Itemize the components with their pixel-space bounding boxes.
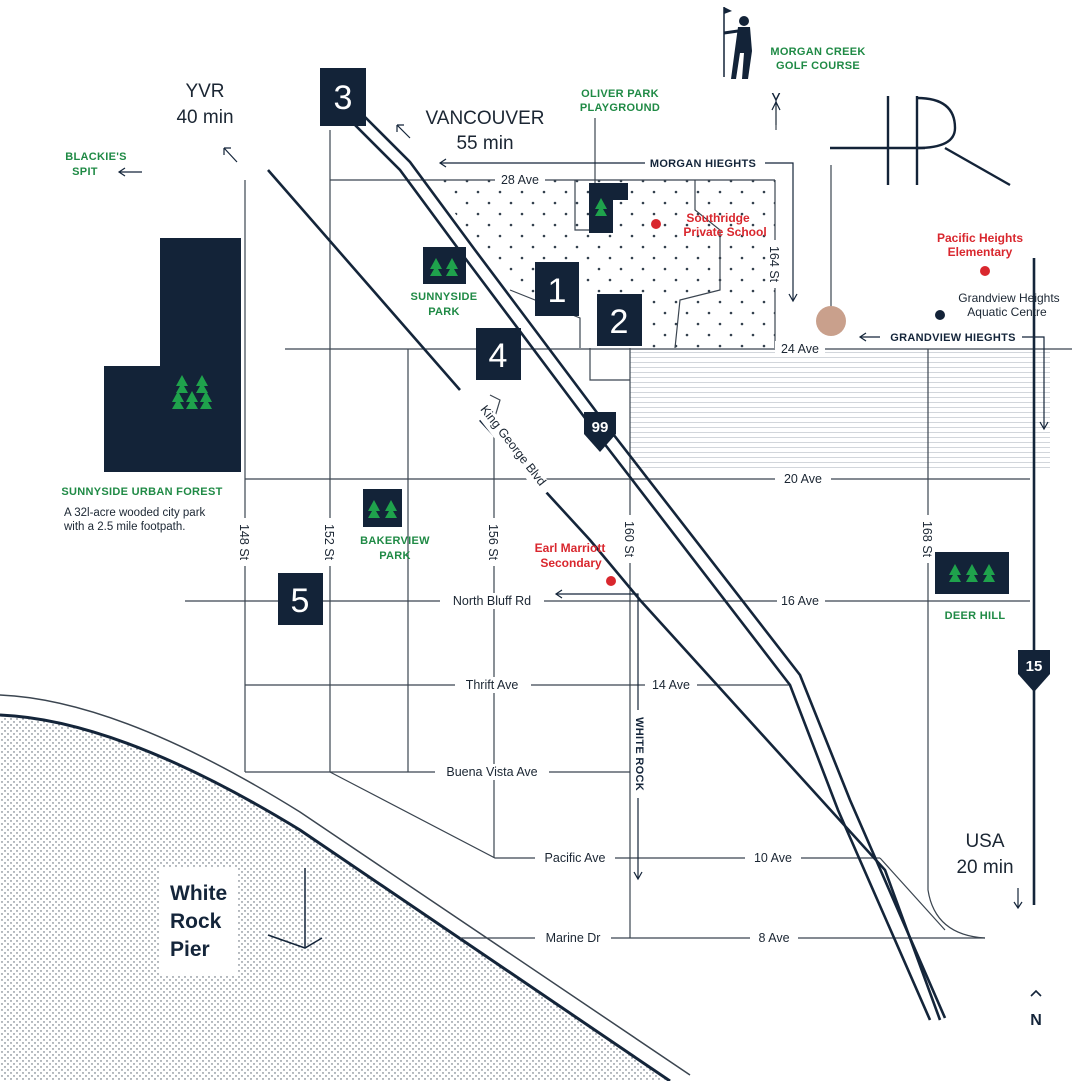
site-marker-2[interactable]: 2 — [597, 294, 642, 346]
vancouver-name: VANCOUVER — [426, 108, 545, 129]
morgan-heights-label: MORGAN HIEGHTS — [650, 158, 756, 170]
ocean-area — [0, 715, 670, 1081]
grandview-heights-area — [630, 350, 1050, 468]
oliver-park-icon[interactable] — [589, 118, 628, 233]
site-marker-3[interactable]: 3 — [320, 68, 366, 126]
pier-label-box — [160, 868, 238, 976]
usa-time: 20 min — [956, 857, 1013, 878]
blackies-arrow-icon — [117, 167, 126, 177]
bakerview-label-2: PARK — [379, 550, 411, 562]
morgan-creek-label-2: GOLF COURSE — [776, 60, 860, 72]
yvr-time: 40 min — [176, 107, 233, 128]
site-5-label: 5 — [291, 582, 310, 620]
label-14-ave: 14 Ave — [652, 678, 690, 692]
southridge-label-2: Private School — [683, 225, 766, 239]
aquatic-label-1: Grandview Heights — [958, 291, 1059, 305]
sunnyside-park-icon[interactable] — [423, 247, 466, 284]
morgan-creek-label-1: MORGAN CREEK — [770, 46, 865, 58]
forest-desc-2: with a 2.5 mile footpath. — [63, 521, 185, 533]
forest-name: SUNNYSIDE URBAN FOREST — [61, 486, 222, 498]
sunnyside-urban-forest-block[interactable] — [104, 238, 241, 472]
label-160-st: 160 St — [622, 521, 636, 558]
label-152-st: 152 St — [322, 524, 336, 561]
white-rock-label: WHITE ROCK — [633, 717, 645, 791]
white-rock-arrow-icon — [633, 871, 643, 881]
morgan-heights-arrow-icon — [438, 158, 447, 168]
label-156-st: 156 St — [486, 524, 500, 561]
southridge-marker[interactable] — [651, 219, 661, 229]
site-1-label: 1 — [548, 272, 567, 310]
usa-name: USA — [965, 831, 1004, 852]
sunnyside-park-label-1: SUNNYSIDE — [411, 291, 478, 303]
pier-label-2: Rock — [170, 910, 222, 933]
southridge-label-1: Southridge — [686, 211, 750, 225]
site-marker-5[interactable]: 5 — [278, 573, 323, 625]
golfer-icon — [723, 7, 776, 125]
north-arrow-icon: N — [1030, 989, 1042, 1029]
pacific-heights-label-1: Pacific Heights — [937, 231, 1023, 245]
pacific-heights-label-2: Elementary — [948, 245, 1013, 259]
vancouver-time: 55 min — [456, 133, 513, 154]
hwy-99-label: 99 — [592, 419, 609, 436]
pier-label-1: White — [170, 882, 227, 905]
deer-hill-icon[interactable] — [935, 552, 1009, 594]
morgan-heights-area — [430, 180, 775, 348]
label-buena-vista: Buena Vista Ave — [446, 765, 537, 779]
site-3-label: 3 — [334, 79, 353, 117]
aquatic-centre-marker[interactable] — [935, 310, 945, 320]
pacific-heights-marker[interactable] — [980, 266, 990, 276]
yvr-name: YVR — [185, 81, 224, 102]
aquatic-label-2: Aquatic Centre — [967, 305, 1047, 319]
yvr-arrow-icon — [223, 147, 238, 163]
pier-icon — [267, 868, 323, 949]
vancouver-arrow-icon — [396, 124, 411, 139]
sunnyside-park-label-2: PARK — [428, 306, 460, 318]
label-thrift-ave: Thrift Ave — [466, 678, 519, 692]
blackies-spit-label-2: SPIT — [72, 166, 98, 178]
grandview-arrow-icon — [858, 332, 867, 342]
oliver-park-label-1: OLIVER PARK — [581, 88, 659, 100]
site-2-label: 2 — [610, 303, 629, 341]
hr-logo-icon — [830, 96, 1011, 187]
label-148-st: 148 St — [237, 524, 251, 561]
earl-marriott-label-2: Secondary — [540, 556, 602, 570]
label-168-st: 168 St — [920, 521, 934, 558]
site-marker-4[interactable]: 4 — [476, 328, 521, 380]
site-marker-1[interactable]: 1 — [535, 262, 579, 316]
label-20-ave: 20 Ave — [784, 472, 822, 486]
project-location-pin[interactable] — [816, 306, 846, 336]
usa-arrow-icon — [1013, 888, 1023, 910]
label-8-ave: 8 Ave — [758, 931, 789, 945]
grandview-heights-label: GRANDVIEW HIEGHTS — [890, 332, 1016, 344]
bakerview-label-1: BAKERVIEW — [360, 535, 430, 547]
label-24-ave: 24 Ave — [781, 342, 819, 356]
deer-hill-label: DEER HILL — [945, 610, 1006, 622]
site-4-label: 4 — [489, 337, 508, 375]
label-marine-dr: Marine Dr — [546, 931, 601, 945]
label-north-bluff: North Bluff Rd — [453, 594, 531, 608]
shoreline — [0, 713, 671, 1081]
bakerview-park-icon[interactable] — [363, 489, 402, 527]
label-pacific-ave: Pacific Ave — [545, 851, 606, 865]
earl-marriott-label-1: Earl Marriott — [535, 541, 606, 555]
forest-desc-1: A 32l-acre wooded city park — [64, 507, 206, 519]
label-16-ave: 16 Ave — [781, 594, 819, 608]
label-10-ave: 10 Ave — [754, 851, 792, 865]
hwy-15-label: 15 — [1026, 658, 1043, 675]
label-28-ave: 28 Ave — [501, 173, 539, 187]
label-king-george: King George Blvd — [477, 403, 548, 489]
shoreline-inner — [0, 694, 691, 1076]
highway-15-shield: 15 — [1018, 650, 1050, 692]
pier-label-3: Pier — [170, 938, 210, 961]
earl-marriott-marker[interactable] — [606, 576, 616, 586]
oliver-park-label-2: PLAYGROUND — [580, 102, 660, 114]
north-label: N — [1030, 1012, 1042, 1029]
label-164-st: 164 St — [767, 246, 781, 283]
blackies-spit-label-1: BLACKIE'S — [65, 151, 127, 163]
highway-99-shield: 99 — [584, 412, 616, 452]
